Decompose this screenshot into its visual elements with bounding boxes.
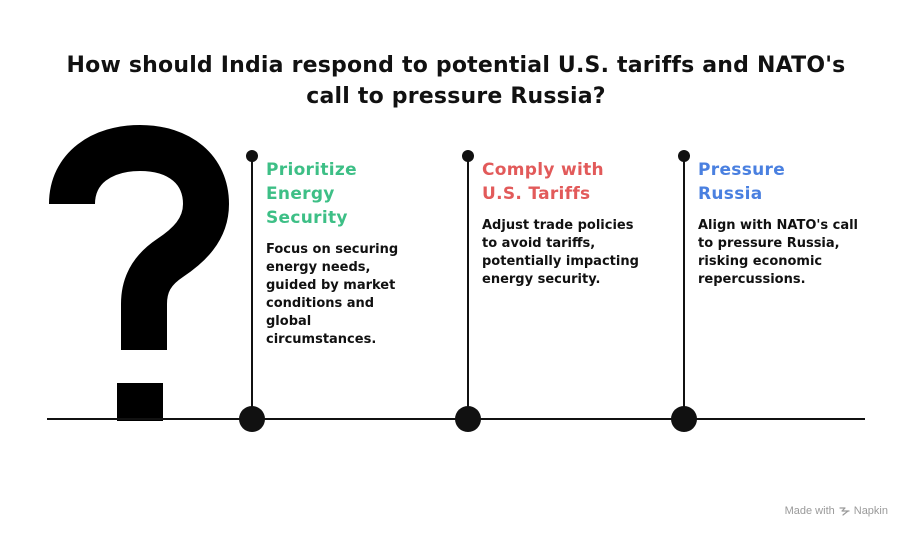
option-top-dot	[246, 150, 258, 162]
option-title-line: U.S. Tariffs	[482, 184, 591, 204]
option-title-line: Security	[266, 208, 348, 228]
option-title-line: Pressure	[698, 160, 786, 180]
option-top-dot	[678, 150, 690, 162]
option-description-line: repercussions.	[698, 272, 806, 287]
option-description-line: energy security.	[482, 272, 601, 287]
option-base-dot	[239, 406, 265, 432]
option-description-line: Adjust trade policies	[482, 218, 634, 233]
option-title-line: Prioritize	[266, 160, 357, 180]
option-title-line: Russia	[698, 184, 763, 204]
option-description-line: to avoid tariffs,	[482, 236, 596, 251]
option-description-line: potentially impacting	[482, 254, 639, 269]
title-line-2: call to pressure Russia?	[306, 84, 606, 109]
option-description-line: to pressure Russia,	[698, 236, 840, 251]
option-title: Comply with U.S. Tariffs	[482, 158, 662, 206]
option-title: Pressure Russia	[698, 158, 878, 206]
option-description-line: circumstances.	[266, 332, 377, 347]
option-title: Prioritize Energy Security	[266, 158, 446, 230]
question-mark-icon	[49, 125, 229, 421]
title-line-1: How should India respond to potential U.…	[66, 53, 846, 78]
option-description: Focus on securing energy needs, guided b…	[266, 241, 456, 349]
option-title-line: Energy	[266, 184, 335, 204]
option-description-line: guided by market	[266, 278, 396, 293]
option-stem	[251, 156, 253, 420]
option-description-line: Align with NATO's call	[698, 218, 859, 233]
option-stem	[467, 156, 469, 420]
option-base-dot	[455, 406, 481, 432]
option-description: Align with NATO's call to pressure Russi…	[698, 217, 888, 289]
option-title-line: Comply with	[482, 160, 604, 180]
option-description-line: risking economic	[698, 254, 823, 269]
footer-brand: Napkin	[853, 505, 888, 517]
option-description-line: Focus on securing	[266, 242, 399, 257]
napkin-logo-icon	[839, 506, 850, 516]
option-description-line: energy needs,	[266, 260, 371, 275]
option-description: Adjust trade policies to avoid tariffs, …	[482, 217, 672, 289]
option-description-line: conditions and	[266, 296, 375, 311]
option-top-dot	[462, 150, 474, 162]
footer-made-with: Made with	[784, 505, 835, 517]
page-title: How should India respond to potential U.…	[0, 50, 912, 112]
option-base-dot	[671, 406, 697, 432]
option-stem	[683, 156, 685, 420]
option-description-line: global	[266, 314, 312, 329]
footer-attribution: Made with Napkin	[785, 505, 888, 517]
